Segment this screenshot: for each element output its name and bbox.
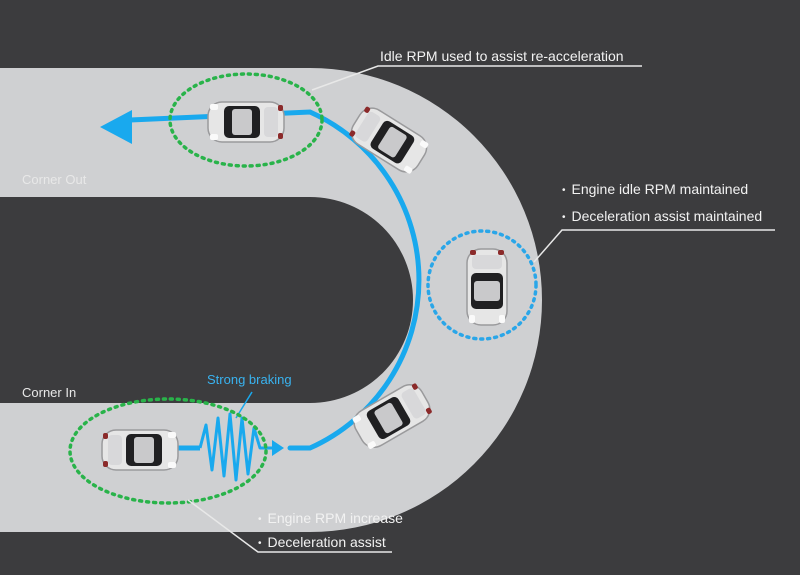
leader-idle-rpm <box>311 65 642 91</box>
leader-apex <box>533 229 775 263</box>
label-corner-in: Corner In <box>22 385 77 400</box>
car-icon <box>101 429 179 471</box>
direction-arrow-icon <box>100 110 132 144</box>
car-icon <box>466 248 508 326</box>
braking-zigzag-icon <box>198 412 272 482</box>
zone-corner-out <box>168 72 324 168</box>
zone-corner-in <box>68 397 268 505</box>
annotation-bottom-2: Deceleration assist <box>258 534 386 553</box>
label-corner-out: Corner Out <box>22 172 87 187</box>
annotation-right-1: Engine idle RPM maintained <box>562 181 749 200</box>
zone-apex <box>426 229 538 341</box>
annotation-right-2: Deceleration assist maintained <box>562 208 763 227</box>
annotation-bottom-1: Engine RPM increase <box>258 510 403 529</box>
label-idle-rpm: Idle RPM used to assist re-acceleration <box>380 48 624 64</box>
car-icon <box>207 101 285 143</box>
label-strong-braking: Strong braking <box>207 372 292 387</box>
